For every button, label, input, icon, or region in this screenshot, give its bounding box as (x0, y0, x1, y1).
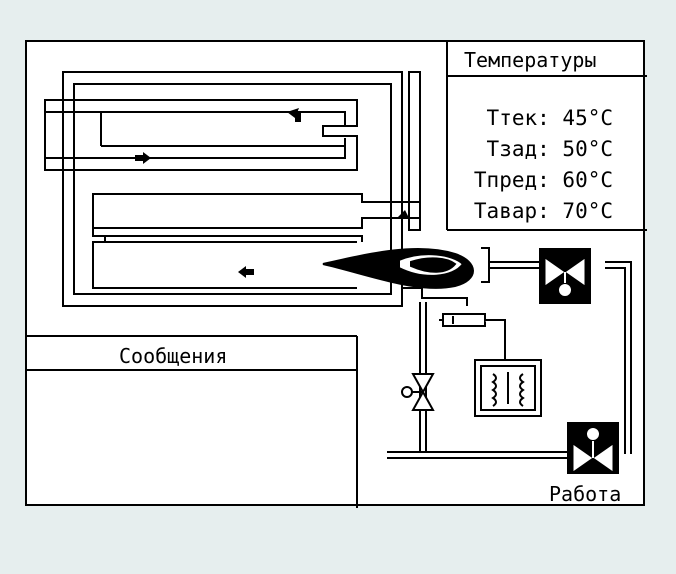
flow-arrows (135, 108, 409, 278)
ignition-electrode-icon (439, 313, 506, 362)
messages-area[interactable] (29, 372, 355, 504)
temperature-row-current: Ттек: 45°С (486, 106, 613, 130)
temperature-row-warning: Тпред: 60°С (473, 168, 613, 192)
temperatures-title: Температуры (464, 48, 597, 72)
burner-flame (322, 247, 490, 306)
manual-valve-icon (401, 373, 435, 411)
temperature-row-alarm: Тавар: 70°С (473, 199, 613, 223)
boiler-mimic-diagram (27, 42, 647, 508)
solenoid-valve-top-icon (539, 248, 591, 304)
status-label: Работа (549, 482, 622, 506)
solenoid-valve-bottom-icon (567, 422, 619, 474)
temperature-list: Ттек: 45°С Тзад: 50°С Тпред: 60°С Тавар:… (451, 106, 613, 230)
temperature-row-setpoint: Тзад: 50°С (486, 137, 613, 161)
panel-dividers (27, 42, 647, 508)
hmi-screen: Температуры Ттек: 45°С Тзад: 50°С Тпред:… (25, 40, 647, 508)
ignition-transformer-icon (474, 359, 542, 417)
messages-title: Сообщения (119, 344, 228, 368)
boiler-body (44, 71, 421, 307)
